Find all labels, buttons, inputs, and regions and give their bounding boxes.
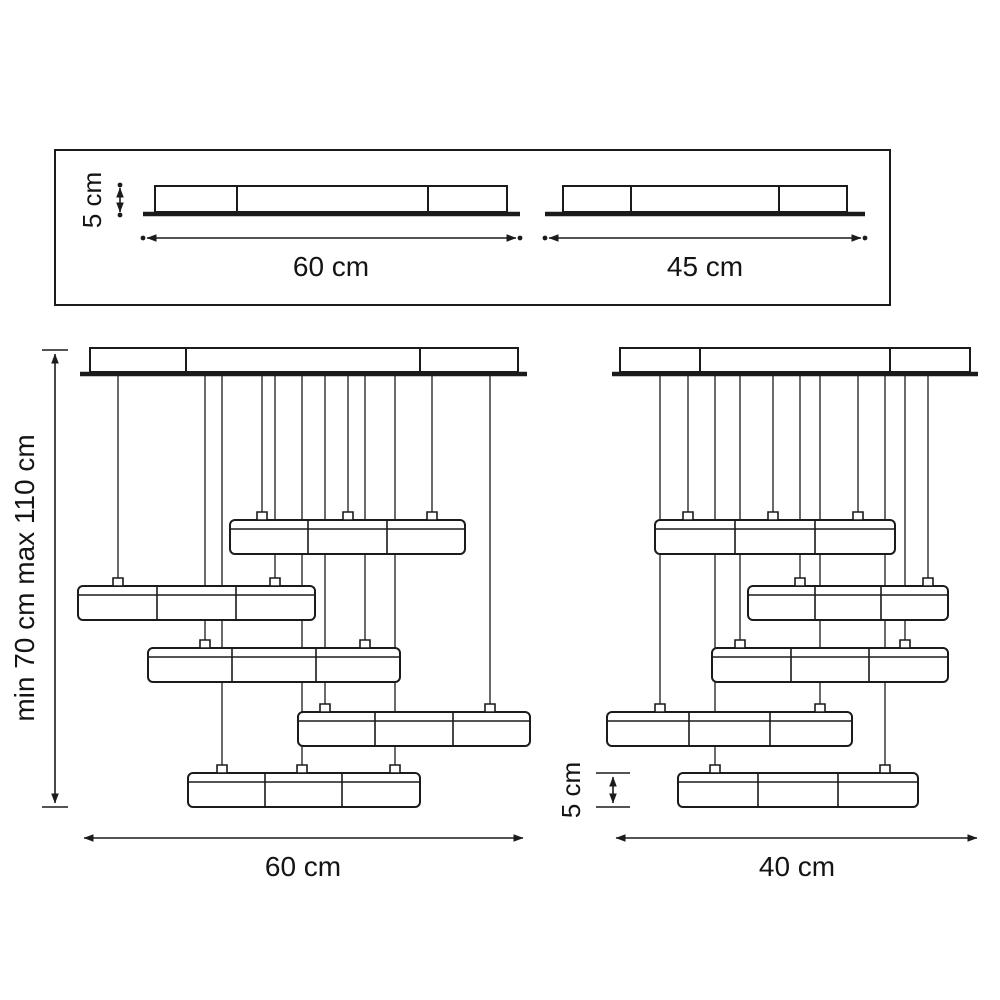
light-bar bbox=[654, 511, 896, 555]
dim-plate-45: 45 cm bbox=[542, 234, 868, 282]
left-canopy bbox=[80, 347, 527, 377]
label-plate-height: 5 cm bbox=[77, 172, 107, 228]
dim-fixture-height: min 70 cm max 110 cm bbox=[9, 349, 68, 808]
wire-connectors bbox=[682, 511, 864, 521]
light-bar bbox=[677, 764, 919, 808]
dim-ticks bbox=[42, 349, 68, 808]
right-fixture: 5 cm 40 cm bbox=[556, 347, 978, 882]
left-fixture: min 70 cm max 110 cm 60 cm bbox=[9, 347, 531, 882]
wire-connectors bbox=[319, 703, 496, 713]
wire-connectors bbox=[199, 639, 371, 649]
suspension-wires bbox=[659, 375, 929, 765]
wire-connectors bbox=[794, 577, 934, 587]
wire-connectors bbox=[654, 703, 826, 713]
wire-connectors bbox=[216, 764, 401, 774]
dim-plate-height: 5 cm bbox=[77, 172, 124, 228]
dim-left-fixture-width: 60 cm bbox=[83, 834, 524, 882]
light-bar bbox=[297, 703, 531, 747]
right-canopy bbox=[612, 347, 978, 377]
label-right-fixture-width: 40 cm bbox=[759, 851, 835, 882]
dim-bar-height: 5 cm bbox=[556, 762, 630, 818]
light-bar bbox=[187, 764, 421, 808]
canopy-body bbox=[619, 347, 971, 373]
canopy-segments bbox=[185, 348, 421, 372]
dim-right-fixture-width: 40 cm bbox=[615, 834, 978, 882]
light-bar bbox=[606, 703, 853, 747]
plate-body bbox=[562, 185, 848, 213]
light-bar bbox=[747, 577, 949, 621]
plate-body bbox=[154, 185, 508, 213]
light-bar bbox=[147, 639, 401, 683]
mounting-plates-panel: 5 cm 60 cm 45 cm bbox=[54, 149, 891, 306]
label-plate-60: 60 cm bbox=[293, 251, 369, 282]
panel-frame bbox=[54, 149, 891, 306]
suspension-wires bbox=[117, 375, 491, 765]
label-fixture-height: min 70 cm max 110 cm bbox=[9, 434, 40, 721]
light-bar bbox=[229, 511, 466, 555]
wire-connectors bbox=[256, 511, 438, 521]
plate-segments bbox=[630, 186, 780, 212]
canopy-segments bbox=[699, 348, 891, 372]
wire-connectors bbox=[734, 639, 911, 649]
dim-ticks bbox=[596, 772, 630, 808]
plate-segments bbox=[236, 186, 429, 212]
plate-60cm bbox=[143, 185, 520, 217]
label-plate-45: 45 cm bbox=[667, 251, 743, 282]
wire-connectors bbox=[709, 764, 891, 774]
light-bar bbox=[77, 577, 316, 621]
dim-plate-60: 60 cm bbox=[140, 234, 523, 282]
light-bar bbox=[711, 639, 949, 683]
label-left-fixture-width: 60 cm bbox=[265, 851, 341, 882]
canopy-body bbox=[89, 347, 519, 373]
label-bar-height: 5 cm bbox=[556, 762, 586, 818]
plate-45cm bbox=[545, 185, 865, 217]
wire-connectors bbox=[112, 577, 281, 587]
